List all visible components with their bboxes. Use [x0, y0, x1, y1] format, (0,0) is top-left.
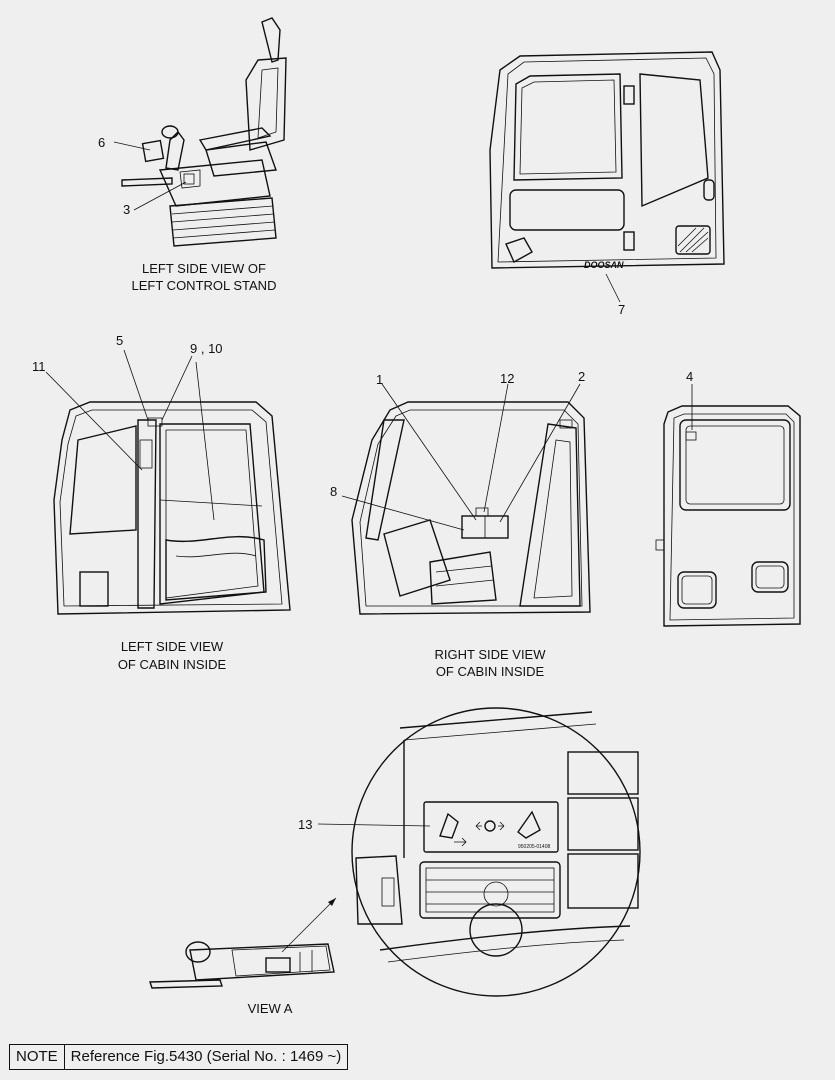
caption-cabin-left-line1: LEFT SIDE VIEW [121, 639, 224, 654]
callout-6: 6 [98, 135, 105, 150]
callout-13: 13 [298, 817, 312, 832]
detail-circle-drawing: 950205-01408 [351, 707, 641, 997]
callout-5: 5 [116, 333, 123, 348]
callout-8: 8 [330, 484, 337, 499]
callout-2: 2 [578, 369, 585, 384]
caption-control-stand-line1: LEFT SIDE VIEW OF [142, 261, 266, 276]
cabin-left-inside-drawing [53, 401, 291, 615]
caption-control-stand-line2: LEFT CONTROL STAND [132, 278, 277, 293]
brand-mark: DOOSAN [584, 260, 624, 270]
caption-view-a: VIEW A [248, 1001, 293, 1016]
caption-cabin-left-line2: OF CABIN INSIDE [118, 657, 227, 672]
note-label: NOTE [10, 1045, 65, 1069]
note-box: NOTE Reference Fig.5430 (Serial No. : 14… [9, 1044, 349, 1070]
cabin-right-inside-drawing [351, 401, 591, 615]
seat-control-stand-drawing [121, 17, 287, 247]
cabin-exterior-drawing: DOOSAN [489, 51, 725, 270]
callout-4: 4 [686, 369, 693, 384]
callout-7: 7 [618, 302, 625, 317]
callout-1: 1 [376, 372, 383, 387]
decal-code: 950205-01408 [518, 844, 550, 850]
view-a-console-drawing [149, 941, 335, 989]
callout-11: 11 [32, 359, 46, 374]
caption-cabin-right-line2: OF CABIN INSIDE [436, 664, 545, 679]
note-text: Reference Fig.5430 (Serial No. : 1469 ~) [70, 1048, 342, 1065]
cabin-rear-drawing [655, 405, 801, 627]
callout-3: 3 [123, 202, 130, 217]
caption-cabin-right-line1: RIGHT SIDE VIEW [435, 647, 547, 662]
callout-12: 12 [500, 371, 514, 386]
callout-9-10: 9 , 10 [190, 341, 223, 356]
